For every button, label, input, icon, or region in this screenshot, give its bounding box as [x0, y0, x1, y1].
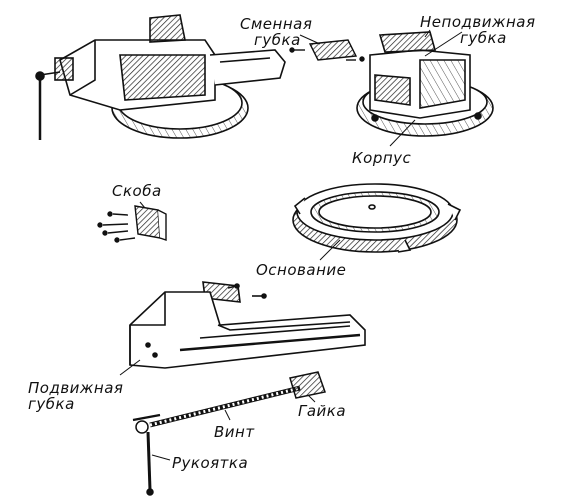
label-base: Основание [256, 262, 346, 278]
label-screw-text: Винт [214, 423, 255, 441]
bracket-part [97, 205, 167, 243]
label-movable-jaw-line2: губка [28, 395, 75, 413]
label-fixed-jaw-line1: Неподвижная [420, 13, 536, 31]
movable-jaw-part [129, 281, 366, 369]
label-nut-text: Гайка [298, 402, 347, 420]
label-bracket: Скоба [112, 183, 162, 199]
body-part [356, 31, 494, 137]
leader-lines [119, 29, 431, 461]
label-bracket-text: Скоба [112, 182, 162, 200]
base-part [292, 183, 462, 253]
label-handle-text: Рукоятка [172, 454, 249, 472]
label-replaceable-jaw-line2: губка [254, 31, 301, 49]
label-screw: Винт [214, 424, 255, 440]
label-body: Корпус [352, 150, 411, 166]
label-body-text: Корпус [352, 149, 412, 167]
label-replaceable-jaw: Сменная губка [240, 16, 312, 48]
label-replaceable-jaw-line1: Сменная [240, 15, 313, 33]
label-handle: Рукоятка [172, 455, 248, 471]
label-base-text: Основание [256, 261, 347, 279]
label-nut: Гайка [298, 403, 346, 419]
label-movable-jaw-line1: Подвижная [28, 379, 124, 397]
label-fixed-jaw-line2: губка [460, 29, 507, 47]
screw-nut-handle-part [132, 371, 326, 496]
replaceable-jaw-part [289, 39, 365, 62]
label-movable-jaw: Подвижная губка [28, 380, 123, 412]
assembled-vise [35, 14, 286, 140]
label-fixed-jaw: Неподвижная губка [420, 14, 536, 46]
